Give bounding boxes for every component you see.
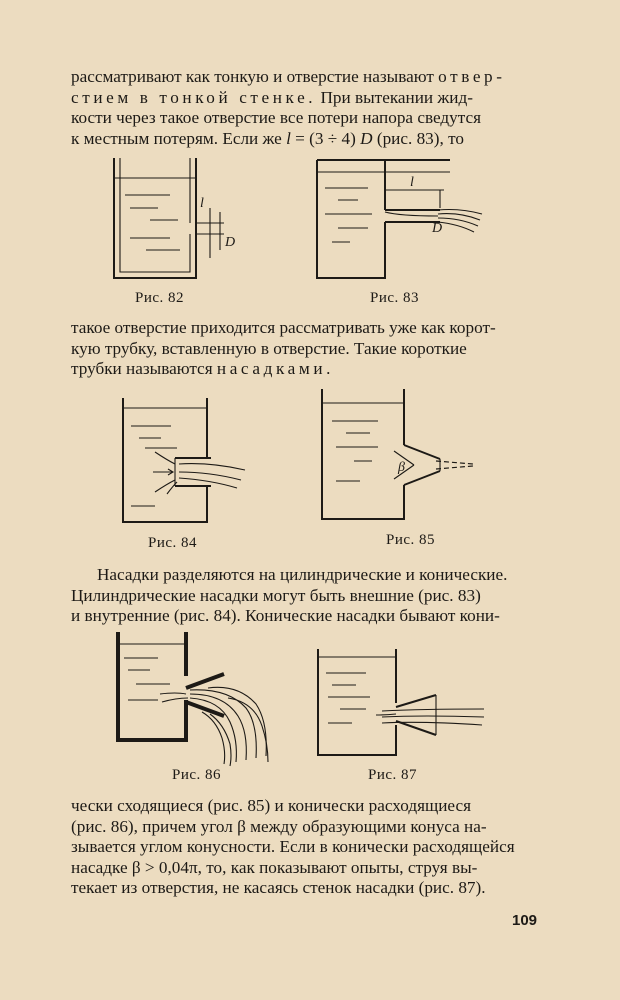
spaced-term: насадками. <box>216 359 335 379</box>
figure-86-caption: Рис. 86 <box>172 767 222 783</box>
figure-83-label-l: l <box>410 175 414 190</box>
text-line: к местным потерям. Если же l = (3 ÷ 4) D… <box>71 129 549 150</box>
text-line: (рис. 86), причем угол β между образующи… <box>71 816 487 836</box>
text-line: стием в тонкой стенке. При вытекании жид… <box>71 88 549 109</box>
figure-86 <box>98 628 278 768</box>
figure-83-caption: Рис. 83 <box>370 290 420 306</box>
figure-87-drawing <box>317 649 485 756</box>
text-line: и внутренние (рис. 84). Конические насад… <box>71 606 500 626</box>
figure-84-caption: Рис. 84 <box>148 535 198 551</box>
text-line: такое отверстие приходится рассматривать… <box>71 318 496 337</box>
variable-l: l <box>286 128 291 148</box>
text-line: Насадки разделяются на цилиндрические и … <box>97 565 508 584</box>
figure-85-caption: Рис. 85 <box>386 532 436 548</box>
text-span: При вытекании жид- <box>316 87 473 107</box>
figure-82-label-d: D <box>224 235 235 250</box>
figure-82-caption: Рис. 82 <box>135 290 185 306</box>
figure-85: β <box>318 385 488 525</box>
text-line: рассматривают как тонкую и отверстие наз… <box>71 67 549 88</box>
text-span: трубки называются <box>71 359 217 379</box>
paragraph-4: чески сходящиеся (рис. 85) и конически р… <box>71 796 549 899</box>
figure-87-caption: Рис. 87 <box>368 767 418 783</box>
figure-85-drawing: β <box>321 389 474 520</box>
text-line: Цилиндрические насадки могут быть внешни… <box>71 585 481 605</box>
text-line: кости через такое отверстие все потери н… <box>71 108 481 128</box>
figure-83-label-d: D <box>431 221 442 236</box>
figure-84-drawing <box>122 398 246 523</box>
figure-82-label-l: l <box>200 196 204 211</box>
figure-87 <box>312 645 492 770</box>
spaced-term: отвер- <box>438 67 506 86</box>
text-line: кую трубку, вставленную в отверстие. Так… <box>71 338 467 358</box>
figure-83: l D <box>310 150 490 285</box>
text-span: рассматривают как тонкую и отверстие наз… <box>71 67 439 86</box>
spaced-term: стием в тонкой стенке. <box>71 87 317 107</box>
text-span: (рис. 83), то <box>372 128 464 148</box>
paragraph-2: такое отверстие приходится рассматривать… <box>71 318 549 380</box>
text-line: трубки называются насадками. <box>71 359 549 380</box>
figure-84 <box>115 390 265 530</box>
paragraph-1: рассматривают как тонкую и отверстие наз… <box>71 67 549 149</box>
page-number: 109 <box>512 912 538 929</box>
text-line: зывается углом конусности. Если в кониче… <box>71 837 515 857</box>
figure-86-drawing <box>116 632 269 767</box>
figure-82-drawing: l D <box>113 158 235 279</box>
figure-83-drawing: l D <box>316 159 483 279</box>
text-line: чески сходящиеся (рис. 85) и конически р… <box>71 796 472 815</box>
paragraph-3: Насадки разделяются на цилиндрические и … <box>71 565 549 627</box>
text-span: к местным потерям. Если же <box>71 128 287 148</box>
text-line: насадке β > 0,04π, то, как показывают оп… <box>71 857 478 877</box>
variable-d: D <box>360 128 373 148</box>
text-span: = (3 ÷ 4) <box>290 128 361 148</box>
figure-82: l D <box>100 150 250 285</box>
text-line: текает из отверстия, не касаясь стенок н… <box>71 878 486 898</box>
figure-85-label-beta: β <box>397 460 405 475</box>
